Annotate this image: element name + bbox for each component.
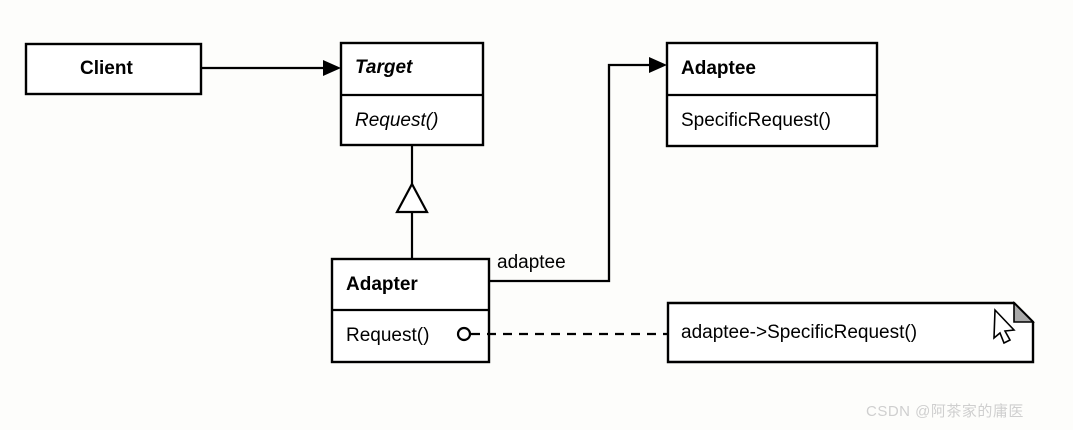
class-operation-adapter-request: Request() <box>346 325 430 346</box>
generalization-triangle-adapter-target[interactable] <box>395 181 429 214</box>
arrowhead-adapter-adaptee <box>649 57 667 73</box>
class-name-adapter: Adapter <box>346 274 418 295</box>
csdn-watermark: CSDN @阿茶家的庸医 <box>866 403 1024 420</box>
class-operation-target-request: Request() <box>355 110 439 131</box>
class-operation-adaptee-specificrequest: SpecificRequest() <box>681 110 831 131</box>
class-box-client[interactable] <box>24 42 203 96</box>
note-fold-corner <box>1013 301 1035 323</box>
note-box[interactable] <box>666 301 1035 364</box>
association-adapter-adaptee[interactable] <box>489 63 656 283</box>
class-name-client: Client <box>80 58 133 79</box>
association-role-label-adaptee: adaptee <box>497 252 566 273</box>
arrowhead-client-target <box>323 60 341 76</box>
class-name-adaptee: Adaptee <box>681 58 756 79</box>
note-anchor-circle[interactable] <box>456 326 472 342</box>
class-name-target: Target <box>355 57 413 78</box>
note-text: adaptee->SpecificRequest() <box>681 322 918 343</box>
note-cursor-glyph <box>993 308 1016 345</box>
